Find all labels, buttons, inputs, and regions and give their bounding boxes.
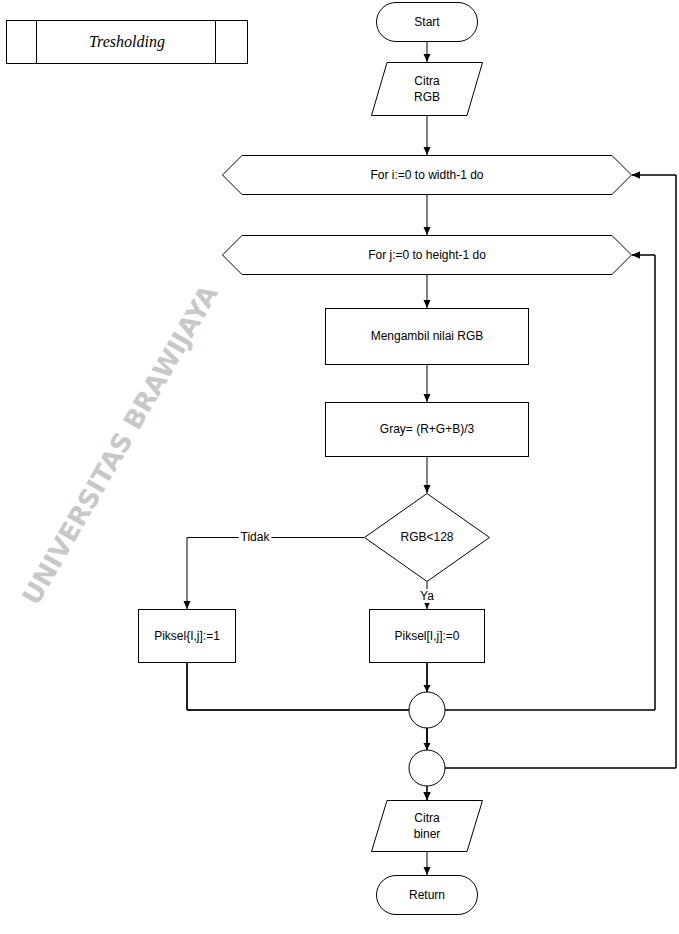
flow-arrow xyxy=(424,42,431,62)
arrow-head xyxy=(424,792,431,800)
shape-outline xyxy=(372,63,483,116)
arrow-head xyxy=(632,172,640,179)
node-label: Piksel[I,j]:=0 xyxy=(394,628,459,644)
arrow-head xyxy=(632,172,640,179)
loop-hexagon: For i:=0 to width-1 do xyxy=(222,155,632,195)
side-bar xyxy=(215,20,216,64)
branch-label: Ya xyxy=(418,589,436,603)
shape-outline xyxy=(223,236,632,275)
shape-outline xyxy=(372,801,483,852)
node-label: Citra biner xyxy=(407,810,447,842)
branch-label: Tidak xyxy=(239,530,272,544)
input-output-outline xyxy=(371,800,483,852)
shape-outline xyxy=(139,610,236,663)
flow-arrow xyxy=(184,538,365,610)
flow-line xyxy=(187,538,364,610)
shape-outline xyxy=(326,309,529,365)
shape-outline xyxy=(377,3,478,42)
terminator: Return xyxy=(376,875,478,915)
input-output: Citra biner xyxy=(371,800,483,852)
flow-arrow xyxy=(424,852,431,875)
flow-arrow xyxy=(187,172,676,769)
arrow-head xyxy=(424,743,431,750)
input-output: Citra RGB xyxy=(371,62,483,116)
merge-connector xyxy=(409,692,445,728)
flow-arrow xyxy=(424,116,431,155)
node-label: Start xyxy=(414,14,439,30)
flow-arrow xyxy=(424,195,431,235)
arrow-head xyxy=(424,54,431,62)
shape-outline xyxy=(365,494,490,582)
process-box: Gray= (R+G+B)/3 xyxy=(325,402,529,457)
arrow-head xyxy=(424,485,431,493)
node-label: Mengambil nilai RGB xyxy=(371,328,484,344)
merge-connector xyxy=(409,750,445,786)
shape-outline xyxy=(223,156,632,195)
process-box: Piksel{I,j]:=1 xyxy=(138,609,236,663)
flow-arrow xyxy=(187,663,431,800)
arrow-head xyxy=(632,252,640,259)
flow-arrow xyxy=(424,275,431,308)
flow-line xyxy=(187,255,655,710)
arrow-head xyxy=(424,227,431,235)
flow-arrow xyxy=(187,252,655,711)
predefined-process-box: Tresholding xyxy=(6,20,248,64)
side-bar xyxy=(36,20,37,64)
arrow-head xyxy=(184,601,191,609)
arrow-head xyxy=(424,394,431,402)
shape-outline xyxy=(370,610,485,663)
node-label: Piksel{I,j]:=1 xyxy=(154,628,220,644)
arrow-head xyxy=(424,867,431,875)
process-box: Mengambil nilai RGB xyxy=(325,308,529,365)
node-label: For j:=0 to height-1 do xyxy=(368,247,486,263)
flow-line xyxy=(187,663,427,800)
node-label: Gray= (R+G+B)/3 xyxy=(380,421,474,437)
arrow-head xyxy=(424,300,431,308)
shape-outline xyxy=(7,21,248,64)
process-box: Piksel[I,j]:=0 xyxy=(369,609,485,663)
shape-outline xyxy=(377,876,478,915)
input-output-outline xyxy=(371,62,483,116)
arrow-head xyxy=(424,147,431,155)
node-label: Citra RGB xyxy=(407,73,447,105)
node-label: RGB<128 xyxy=(400,529,453,545)
node-label: Return xyxy=(409,887,445,903)
terminator: Start xyxy=(376,2,478,42)
node-label: For i:=0 to width-1 do xyxy=(370,167,483,183)
decision-diamond: RGB<128 xyxy=(364,493,490,582)
shape-outline xyxy=(326,403,529,457)
flow-arrow xyxy=(424,365,431,402)
flow-arrow xyxy=(424,457,431,493)
node-label: Tresholding xyxy=(89,31,165,53)
loop-hexagon: For j:=0 to height-1 do xyxy=(222,235,632,275)
arrow-head xyxy=(424,685,431,692)
watermark-text: UNIVERSITAS BRAWIJAYA xyxy=(16,280,224,610)
flow-line xyxy=(187,175,676,768)
arrow-head xyxy=(424,792,431,800)
arrow-head xyxy=(632,252,640,259)
